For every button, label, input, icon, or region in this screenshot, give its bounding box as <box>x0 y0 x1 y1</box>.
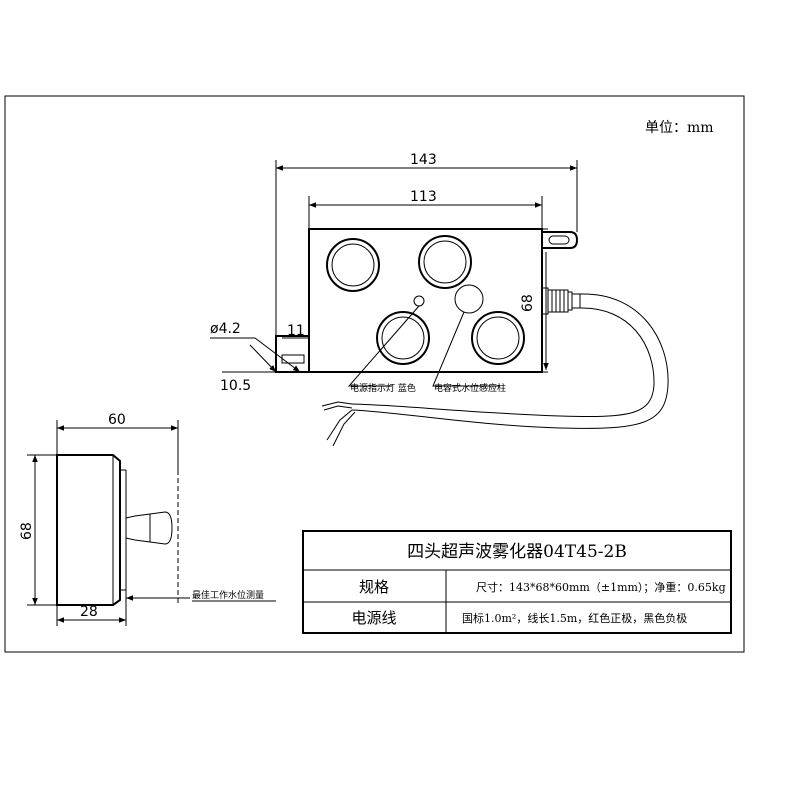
power-indicator-led <box>413 295 425 307</box>
top-view: 电源指示灯 蓝色 电容式水位感应柱 143 113 68 11 ø4.2 <box>210 152 669 447</box>
right-tab-slot <box>548 235 570 245</box>
unit-label: 单位：mm <box>645 120 714 136</box>
atomizer-head <box>418 235 472 289</box>
power-cable <box>351 307 655 417</box>
cable-gland-ribs <box>548 289 581 313</box>
atomizer-head <box>331 243 375 287</box>
sensor-leader <box>432 311 500 387</box>
right-mount-tab <box>542 231 579 249</box>
atomizer-head <box>476 316 520 360</box>
cable-wire-red <box>323 405 353 411</box>
hole-leader <box>210 337 301 373</box>
atomizer-head <box>376 311 430 365</box>
spec-row-value: 国标1.0m²，线长1.5m，红色正极，黑色负极 <box>462 611 687 625</box>
left-tab-slot <box>281 354 305 364</box>
best-water-level-note: 最佳工作水位测量 <box>192 589 264 601</box>
spec-table-title: 四头超声波雾化器04T45-2B <box>407 542 627 562</box>
atomizer-head <box>381 316 425 360</box>
dim-side-width: 60 <box>108 412 126 428</box>
drawing-frame <box>4 95 745 653</box>
spec-table-border <box>302 530 732 634</box>
spec-row-label: 规格 <box>359 578 389 596</box>
dim-tab-offset: 10.5 <box>220 378 251 394</box>
dim-tab-width: 11 <box>287 323 305 339</box>
spec-row-value: 尺寸：143*68*60mm（±1mm）；净重：0.65kg <box>476 580 726 594</box>
side-cable-gland <box>125 511 173 545</box>
cable-wire-black <box>332 411 356 447</box>
dim-side-depth: 28 <box>80 604 98 620</box>
indicator-leader <box>347 305 420 387</box>
cable-wire-red <box>321 401 353 407</box>
atomizer-head <box>471 311 525 365</box>
side-view: 60 68 28 最佳工作水位测量 <box>19 412 276 626</box>
dim-overall-length: 143 <box>410 152 437 168</box>
power-cable <box>351 293 669 429</box>
dim-height: 68 <box>520 294 536 312</box>
power-indicator-note: 电源指示灯 蓝色 <box>350 382 416 394</box>
cable-wire-black <box>326 409 353 441</box>
dim-side-height: 68 <box>19 522 35 540</box>
spec-row-label: 电源线 <box>351 609 396 627</box>
dim-hole-diameter: ø4.2 <box>210 321 241 337</box>
water-sensor-note: 电容式水位感应柱 <box>434 382 506 394</box>
side-body <box>56 454 121 606</box>
atomizer-head <box>423 240 467 284</box>
spec-table: 四头超声波雾化器04T45-2B 规格 尺寸：143*68*60mm（±1mm）… <box>302 530 732 634</box>
atomizer-head <box>326 238 380 292</box>
dimension-line <box>249 344 277 373</box>
cable-gland <box>541 287 549 315</box>
dim-body-length: 113 <box>410 189 437 205</box>
water-level-sensor <box>454 284 484 314</box>
